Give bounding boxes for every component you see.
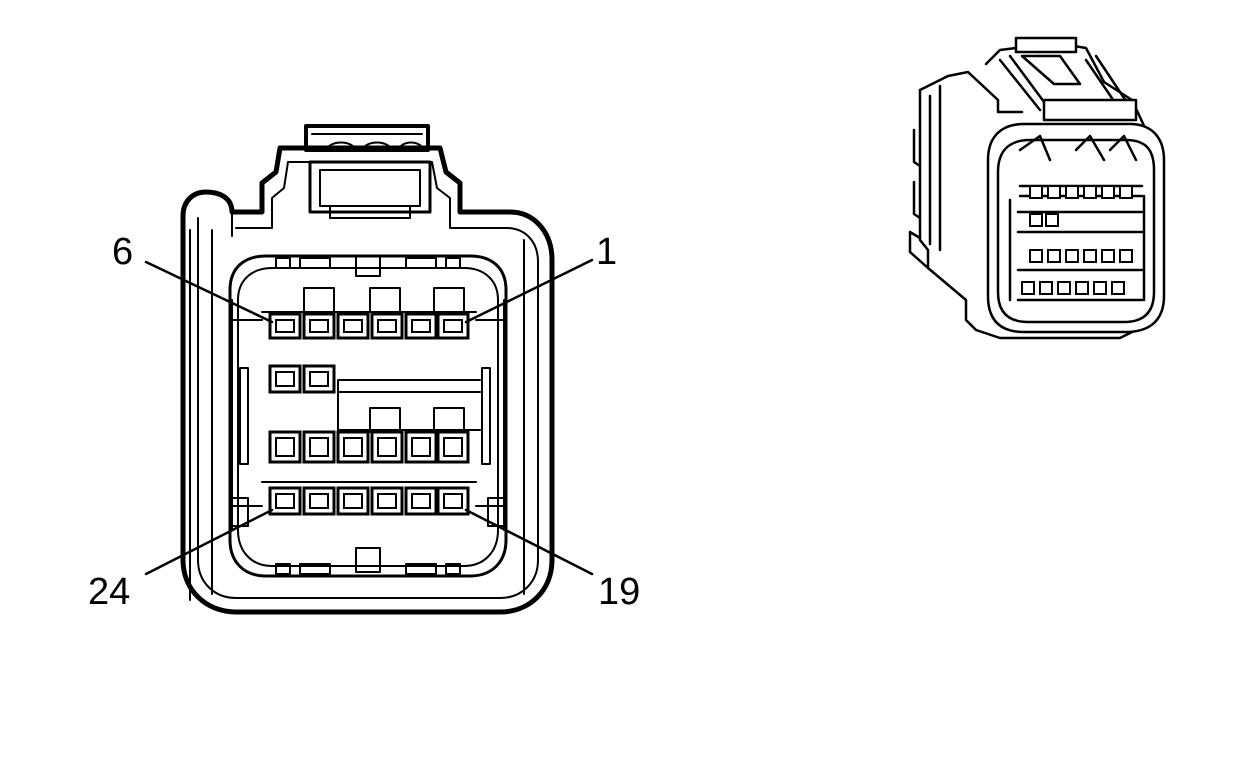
cavity-mid-1-inner	[275, 371, 295, 387]
iso-cavity-top-3	[1065, 185, 1079, 199]
cavity-row2-6-inner	[443, 437, 463, 457]
leader-pin-6	[144, 260, 274, 324]
iso-cavity-mid-2	[1045, 213, 1059, 227]
cavity-row3-3-inner	[343, 493, 363, 509]
cavity-row3-2-inner	[309, 493, 329, 509]
iso-cavity-row3-4	[1075, 281, 1089, 295]
iso-cavity-row3-5	[1093, 281, 1107, 295]
cavity-row2-2-inner	[309, 437, 329, 457]
cavity-row3-4-inner	[377, 493, 397, 509]
cavity-row1-2-inner	[309, 319, 329, 333]
iso-cavity-row2-1	[1029, 249, 1043, 263]
iso-cavity-row2-4	[1083, 249, 1097, 263]
iso-cavity-top-4	[1083, 185, 1097, 199]
iso-cavity-row3-2	[1039, 281, 1053, 295]
cavity-row3-1-inner	[275, 493, 295, 509]
housing-outer	[180, 145, 555, 615]
iso-cavity-row2-3	[1065, 249, 1079, 263]
iso-cavity-mid-1	[1029, 213, 1043, 227]
iso-cavity-top-6	[1119, 185, 1133, 199]
cavity-row3-6-inner	[443, 493, 463, 509]
pin-label-1: 1	[596, 231, 617, 273]
leader-pin-1	[464, 258, 594, 324]
terminal-cavities	[268, 312, 470, 516]
cavity-row1-3-inner	[343, 319, 363, 333]
iso-cavity-top-5	[1101, 185, 1115, 199]
iso-cavity-row2-5	[1101, 249, 1115, 263]
cavity-row2-5-inner	[411, 437, 431, 457]
iso-cavity-top-1	[1029, 185, 1043, 199]
iso-cavity-row3-3	[1057, 281, 1071, 295]
pin-label-24: 24	[88, 571, 130, 613]
iso-cavity-row2-2	[1047, 249, 1061, 263]
cavity-row1-5-inner	[411, 319, 431, 333]
leader-pin-24	[144, 508, 274, 576]
cavity-row2-3-inner	[343, 437, 363, 457]
iso-cavity-row2-6	[1119, 249, 1133, 263]
cavity-mid-2-inner	[309, 371, 329, 387]
pin-label-6: 6	[112, 231, 133, 273]
isometric-terminal-cavities	[1021, 185, 1133, 295]
iso-cavity-top-2	[1047, 185, 1061, 199]
leader-pin-19	[464, 508, 594, 576]
cavity-row1-6-inner	[443, 319, 463, 333]
iso-cavity-row3-6	[1111, 281, 1125, 295]
pin-label-19: 19	[598, 571, 640, 613]
mating-face-outer	[228, 254, 508, 578]
connector-front-view: 6 1 24 19	[88, 124, 640, 615]
cavity-row3-5-inner	[411, 493, 431, 509]
cavity-row2-1-inner	[275, 437, 295, 457]
latch	[304, 124, 432, 219]
mating-face-inner	[237, 267, 499, 567]
cavity-row2-4-inner	[377, 437, 397, 457]
iso-cavity-row3-1	[1021, 281, 1035, 295]
cavity-row1-1-inner	[275, 319, 295, 333]
cavity-row1-4-inner	[377, 319, 397, 333]
connector-isometric-view	[908, 36, 1166, 340]
